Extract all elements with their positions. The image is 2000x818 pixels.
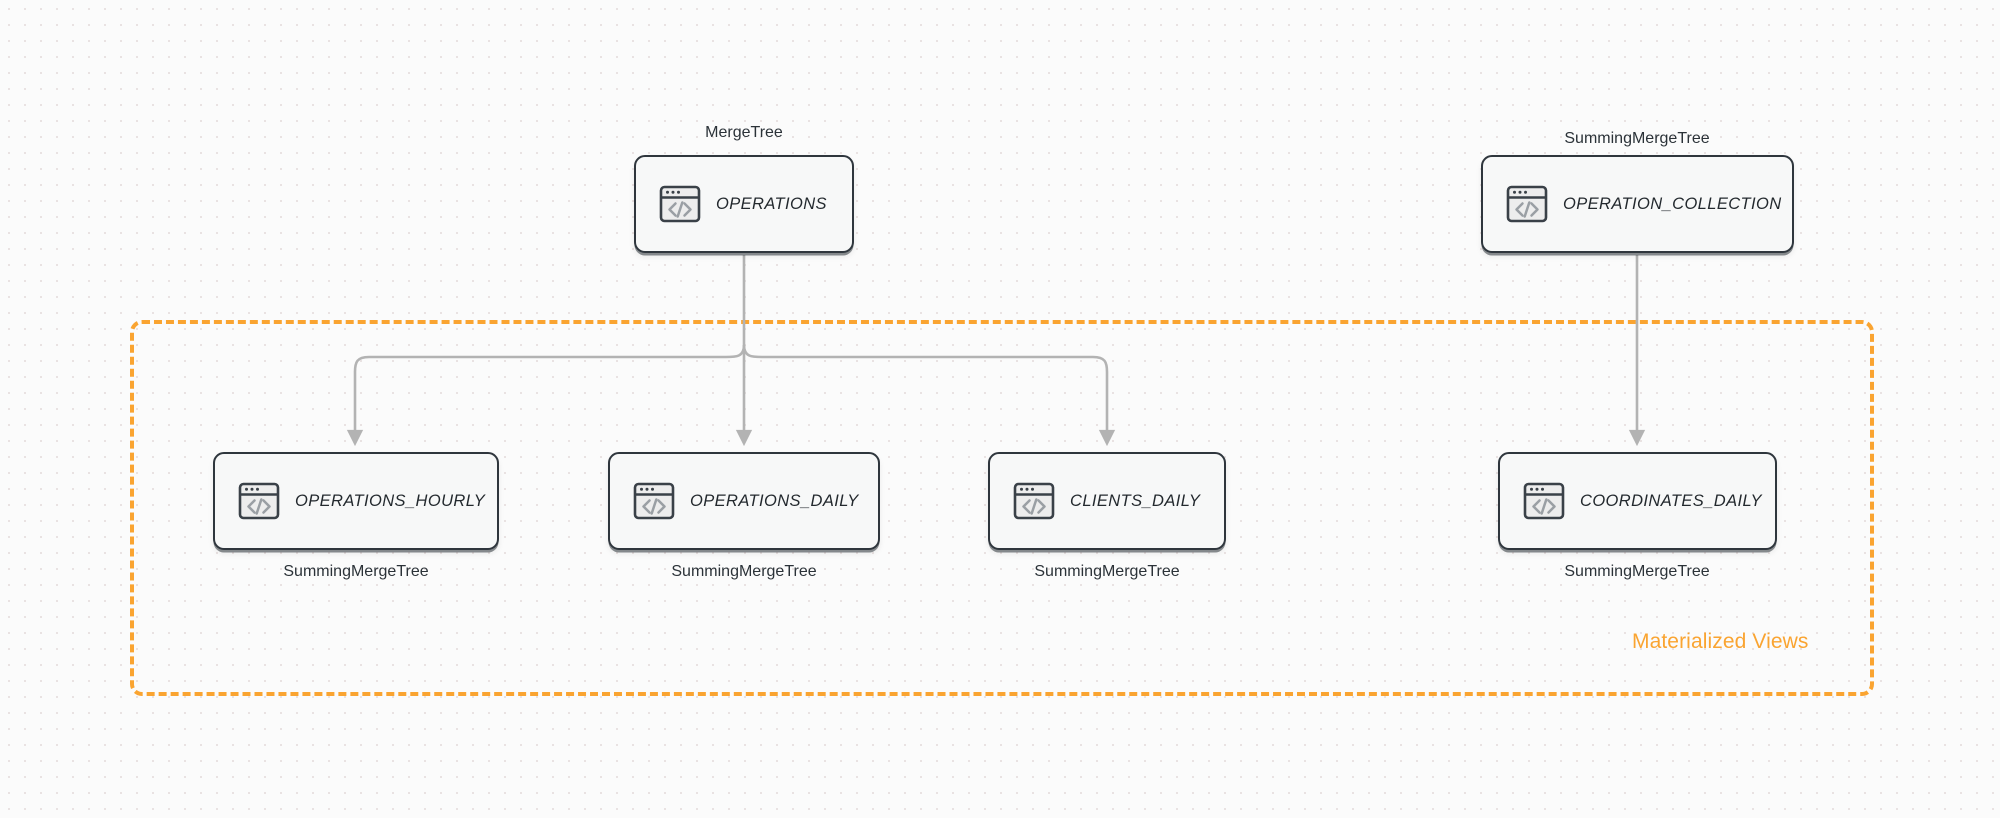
- node-operations[interactable]: OPERATIONS: [634, 155, 854, 253]
- code-window-icon: [1505, 182, 1549, 226]
- node-label: OPERATIONS_DAILY: [690, 491, 859, 510]
- materialized-views-group: [130, 320, 1874, 696]
- engine-caption-operations: MergeTree: [705, 124, 783, 141]
- code-window-icon: [658, 182, 702, 226]
- engine-caption-operations-hourly: SummingMergeTree: [283, 563, 429, 580]
- node-clients-daily[interactable]: CLIENTS_DAILY: [988, 452, 1226, 550]
- node-operations-daily[interactable]: OPERATIONS_DAILY: [608, 452, 880, 550]
- node-coordinates-daily[interactable]: COORDINATES_DAILY: [1498, 452, 1777, 550]
- engine-caption-coordinates-daily: SummingMergeTree: [1564, 563, 1710, 580]
- node-label: COORDINATES_DAILY: [1580, 491, 1762, 510]
- node-label: OPERATIONS_HOURLY: [295, 491, 486, 510]
- engine-caption-operation-collection: SummingMergeTree: [1564, 130, 1710, 147]
- node-label: CLIENTS_DAILY: [1070, 491, 1201, 510]
- code-window-icon: [632, 479, 676, 523]
- node-operations-hourly[interactable]: OPERATIONS_HOURLY: [213, 452, 499, 550]
- node-label: OPERATION_COLLECTION: [1563, 194, 1782, 213]
- node-label: OPERATIONS: [716, 194, 827, 213]
- engine-caption-operations-daily: SummingMergeTree: [671, 563, 817, 580]
- code-window-icon: [1012, 479, 1056, 523]
- code-window-icon: [1522, 479, 1566, 523]
- materialized-views-label: Materialized Views: [1632, 630, 1809, 653]
- node-operation-collection[interactable]: OPERATION_COLLECTION: [1481, 155, 1794, 253]
- code-window-icon: [237, 479, 281, 523]
- engine-caption-clients-daily: SummingMergeTree: [1034, 563, 1180, 580]
